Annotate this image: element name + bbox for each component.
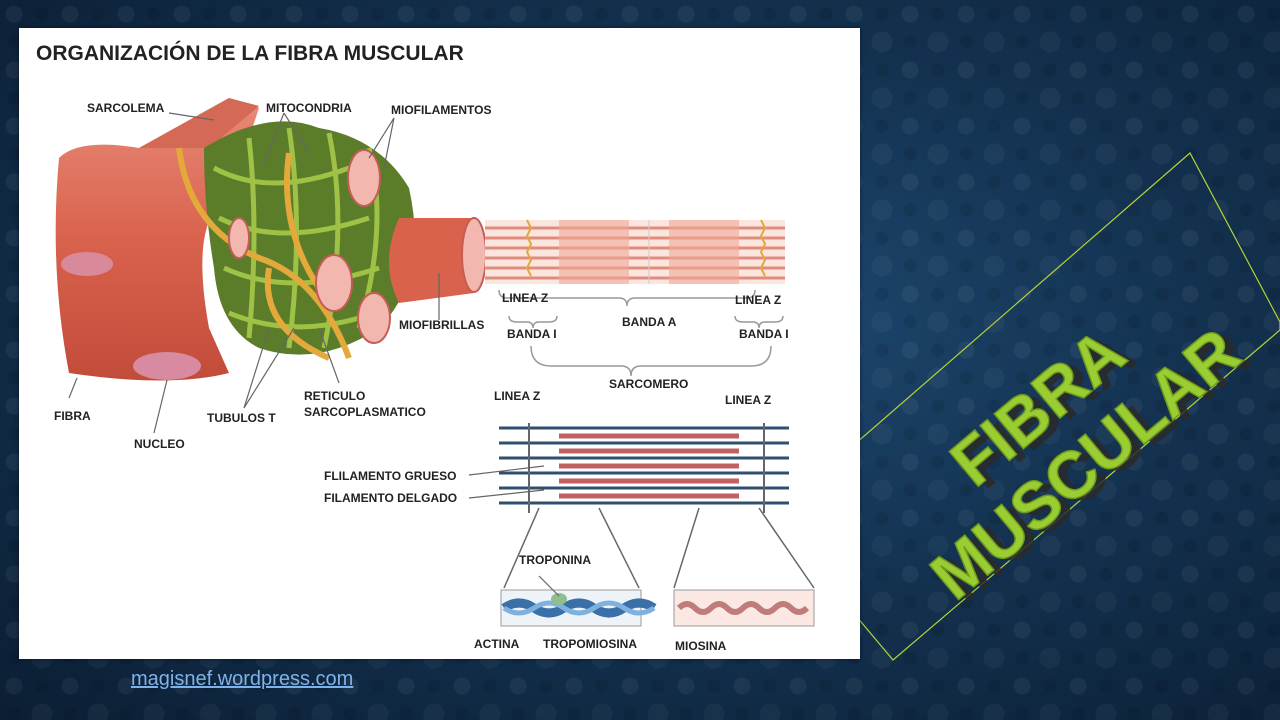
label-fibra: FIBRA <box>54 409 91 423</box>
nucleus-top <box>61 252 113 276</box>
myofibril-end <box>315 254 353 312</box>
sarcomere-bar <box>485 219 785 284</box>
diagram-title: ORGANIZACIÓN DE LA FIBRA MUSCULAR <box>36 41 464 65</box>
label-miofilamentos: MIOFILAMENTOS <box>391 103 491 117</box>
label-banda-i-left: BANDA I <box>507 327 557 341</box>
myofibril-end <box>228 217 250 259</box>
label-banda-a: BANDA A <box>622 315 677 329</box>
label-tropomiosina: TROPOMIOSINA <box>543 637 637 651</box>
label-sarcomero: SARCOMERO <box>609 377 688 391</box>
label-banda-i-right: BANDA I <box>739 327 789 341</box>
label-mitocondria: MITOCONDRIA <box>266 101 352 115</box>
label-linea-z-left: LINEA Z <box>502 291 548 305</box>
myofibril-end <box>357 292 391 344</box>
label-nucleo: NUCLEO <box>134 437 185 451</box>
actin-detail <box>500 589 657 627</box>
myofibril-end <box>347 149 381 207</box>
label-miofibrillas: MIOFIBRILLAS <box>399 318 484 332</box>
muscle-fiber-diagram: ORGANIZACIÓN DE LA FIBRA MUSCULAR <box>19 28 860 659</box>
label-troponina: TROPONINA <box>519 553 591 567</box>
label-linea-z-right: LINEA Z <box>735 293 781 307</box>
label-linea-z-lower-right: LINEA Z <box>725 393 771 407</box>
label-linea-z-lower-left: LINEA Z <box>494 389 540 403</box>
label-actina: ACTINA <box>474 637 520 651</box>
label-tubulos-t: TUBULOS T <box>207 411 276 425</box>
label-filamento-grueso: FLILAMENTO GRUESO <box>324 469 456 483</box>
label-sarcolema: SARCOLEMA <box>87 101 165 115</box>
nucleus-bottom <box>133 352 201 380</box>
source-link[interactable]: magisnef.wordpress.com <box>131 668 354 690</box>
myosin-detail <box>673 589 815 627</box>
frame-outline <box>771 152 1280 661</box>
label-reticulo: RETICULO <box>304 389 365 403</box>
label-filamento-delgado: FILAMENTO DELGADO <box>324 491 457 505</box>
fiber-body <box>55 98 487 381</box>
label-miosina: MIOSINA <box>675 639 727 653</box>
filament-diagram <box>499 423 789 513</box>
label-sarcoplasmatico: SARCOPLASMATICO <box>304 405 426 419</box>
